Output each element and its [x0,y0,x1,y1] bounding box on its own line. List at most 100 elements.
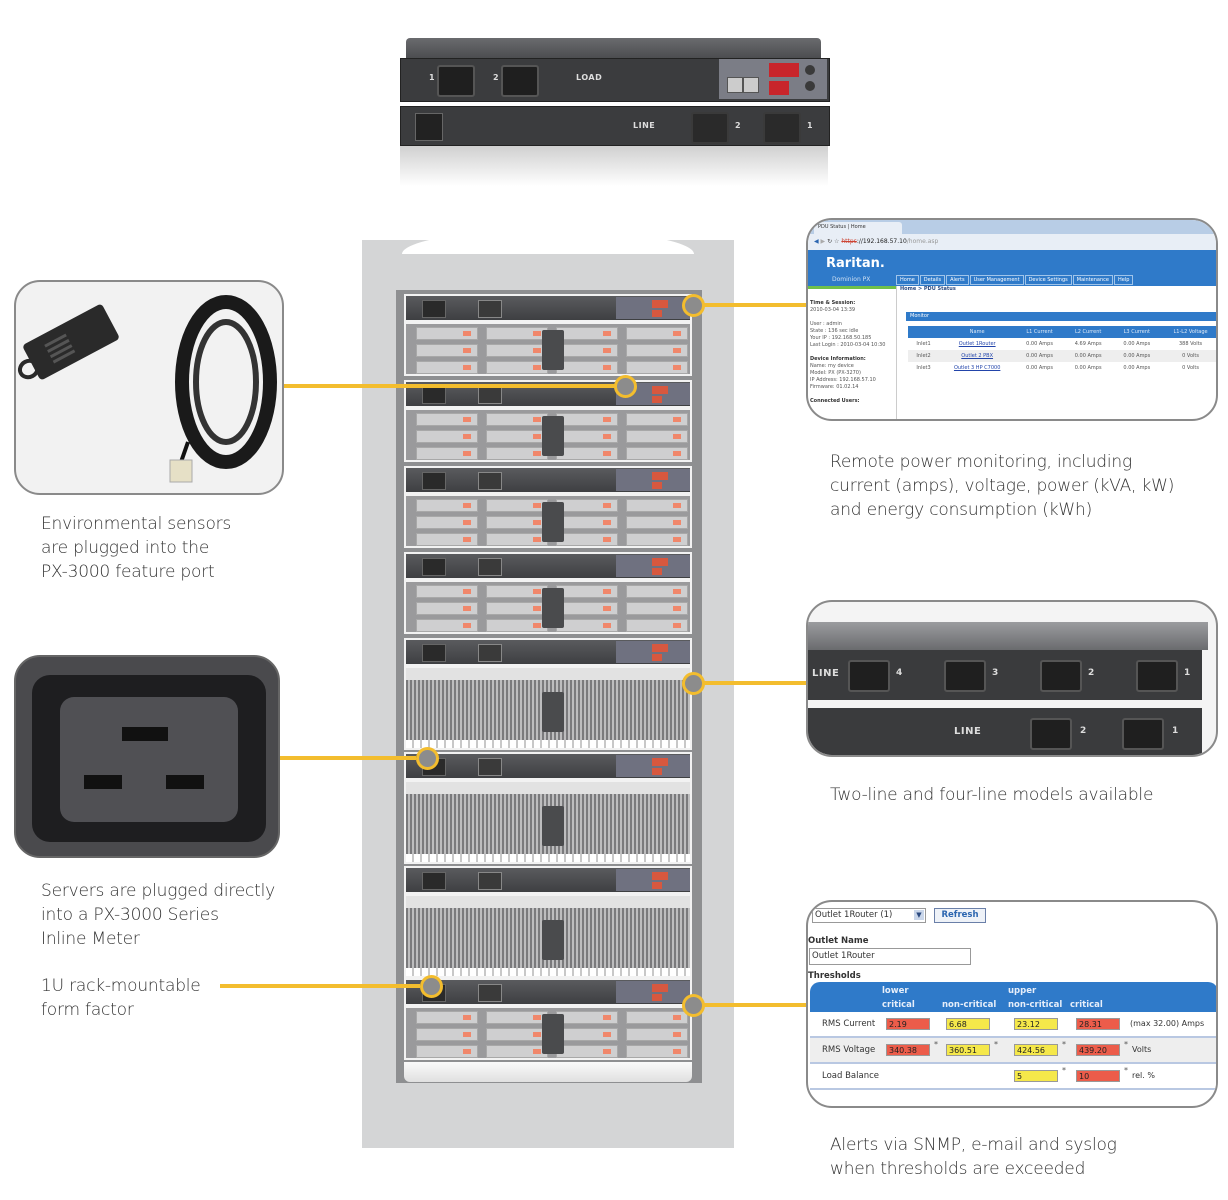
load-outlet-1 [437,65,475,97]
nav-tab-user-management[interactable]: User Management [969,275,1024,285]
blade-server-unit [404,780,692,864]
column-header: L3 Current [1112,326,1162,338]
nav-tab-device-settings[interactable]: Device Settings [1024,275,1072,285]
column-header [908,326,940,338]
callout-dot-status [682,294,705,317]
ethernet-port [743,77,759,93]
critical-threshold-input[interactable]: 439.20 [1076,1044,1120,1056]
load-outlet-1-number: 1 [429,73,435,82]
user-value: User : admin [810,321,842,327]
time-heading: Time & Session: [810,300,856,306]
asterisk-icon: * [994,1040,998,1049]
device-name: Name: my device [810,363,854,369]
two-line-inlet-1 [1122,718,1164,750]
critical-threshold-input[interactable]: 2.19 [886,1018,930,1030]
nav-tab-home[interactable]: Home [896,275,919,285]
outlet-face [60,697,238,822]
outlet-select[interactable]: Outlet 1Router (1) ▼ [812,908,926,923]
outlet-slot [166,775,204,789]
raritan-logo: Raritan. [826,256,885,271]
pdu-reflection [400,146,828,186]
noncritical-threshold-input[interactable]: 360.51 [946,1044,990,1056]
outlet-link[interactable]: Outlet 2 PBX [961,353,994,359]
refresh-button[interactable]: Refresh [934,908,986,923]
caption-line: Inline Meter [41,929,140,949]
thresholds-label: Thresholds [808,971,861,981]
control-button [805,81,815,91]
caption-line: and energy consumption (kWh) [830,500,1093,520]
inline-meter-unit [404,978,692,1006]
header-upper: upper [1008,986,1037,996]
sidebar: Time & Session: 2010-03-04 13:39 User : … [810,300,894,405]
caption-line: PX-3000 feature port [41,562,215,582]
browser-tab[interactable]: PDU Status | Home [814,222,902,234]
threshold-row [810,1038,1216,1064]
forward-icon[interactable]: ▶ [820,238,826,245]
asterisk-icon: * [1062,1040,1066,1049]
threshold-table-header: lower upper critical non-critical non-cr… [810,982,1216,1012]
four-line-inlet-3 [944,660,986,692]
env-sensors-caption: Environmental sensors are plugged into t… [41,512,231,584]
critical-threshold-input[interactable]: 340.38 [886,1044,930,1056]
nav-tab-help[interactable]: Help [1113,275,1134,285]
callout-line-alerts [700,1003,806,1007]
table-cell: 388 Volts [1178,341,1203,347]
outlet-select-value: Outlet 1Router (1) [815,910,893,920]
control-button [805,65,815,75]
caption-line: are plugged into the [41,538,210,558]
star-icon[interactable]: ☆ [834,238,840,245]
outlet-link[interactable]: Outlet 3 HP C7000 [953,365,1001,371]
inline-meter-unit [404,466,692,494]
chevron-down-icon: ▼ [914,910,924,920]
inline-meter-unit [404,866,692,894]
breadcrumb: Home > PDU Status [900,286,956,292]
critical-threshold-input[interactable]: 10 [1076,1070,1120,1082]
sensor-cable-icon [17,295,277,483]
caption-line: form factor [41,1000,134,1020]
table-cell: 0.00 Amps [1112,350,1162,362]
device-model: Model: PX (PX-3270) [810,370,861,376]
tab-title: PDU Status | Home [818,224,866,230]
load-outlet-2 [501,65,539,97]
threshold-row [810,1064,1216,1090]
caption-line: Two-line and four-line models available [830,785,1154,805]
callout-dot-line-models [682,672,705,695]
four-line-inlet-4 [848,660,890,692]
caption-line: Environmental sensors [41,514,232,534]
outlet-slot [122,727,168,741]
noncritical-threshold-input[interactable]: 23.12 [1014,1018,1058,1030]
header-upper-noncritical: non-critical [1008,1000,1063,1010]
inline-meter-unit [404,552,692,580]
blade-server-unit [404,666,692,750]
caption-line: 1U rack-mountable [41,976,201,996]
column-header: L1 Current [1015,326,1064,338]
inline-meter-unit [404,638,692,666]
line-inlet-1 [763,112,801,144]
line-label: LINE [633,121,656,130]
monitor-header: Monitor [906,312,1216,321]
back-icon[interactable]: ◀ [814,238,819,245]
outlet-name-label: Outlet Name [808,936,869,946]
reload-icon[interactable]: ↻ [827,238,833,245]
noncritical-threshold-input[interactable]: 6.68 [946,1018,990,1030]
nav-tab-maintenance[interactable]: Maintenance [1072,275,1113,285]
outlet-name-input[interactable]: Outlet 1Router [809,948,971,965]
four-line-label: LINE [812,668,840,679]
nav-tab-alerts[interactable]: Alerts [946,275,969,285]
nav-tab-details[interactable]: Details [919,275,946,285]
url-path: /home.asp [906,238,939,245]
address-bar: ◀ ▶ ↻ ☆ https://192.168.57.10/home.asp [808,234,1216,250]
column-header: L2 Current [1063,326,1113,338]
outlet-link[interactable]: Outlet 1Router [958,341,996,347]
noncritical-threshold-input[interactable]: 424.56 [1014,1044,1058,1056]
critical-threshold-input[interactable]: 28.31 [1076,1018,1120,1030]
remote-monitoring-caption: Remote power monitoring, including curre… [830,450,1174,522]
callout-line-outlet [280,756,416,760]
table-cell: 0.00 Amps [1123,365,1151,371]
callout-line-status [700,303,806,307]
pdu-status-screenshot: PDU Status | Home ◀ ▶ ↻ ☆ https://192.16… [806,218,1218,421]
two-line-label: LINE [954,726,982,737]
noncritical-threshold-input[interactable]: 5 [1014,1070,1058,1082]
